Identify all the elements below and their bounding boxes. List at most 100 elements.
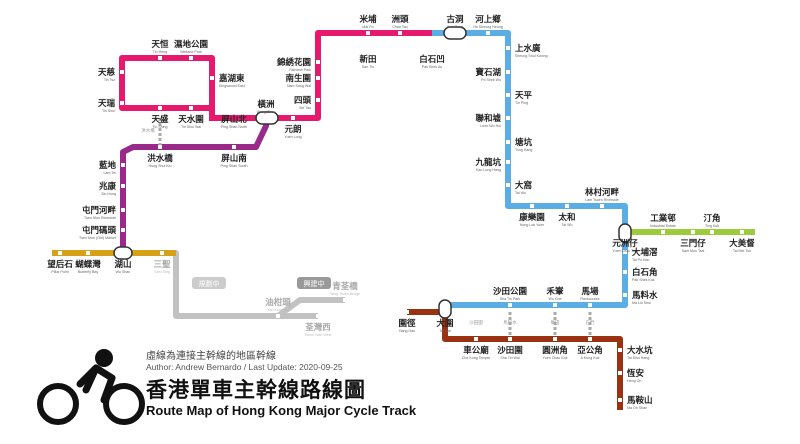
- station-name[interactable]: 白石凹: [419, 54, 445, 65]
- station-name-english: Tin Heng: [153, 50, 167, 54]
- station-name[interactable]: 天慈: [98, 67, 116, 78]
- station-name[interactable]: 天盛: [151, 114, 169, 125]
- station-name[interactable]: 馬料水: [632, 290, 658, 301]
- station-tick: [661, 230, 665, 234]
- station-tick: [588, 303, 592, 307]
- station-name[interactable]: 天平: [515, 91, 533, 101]
- station-name[interactable]: 元洲仔: [612, 238, 638, 249]
- station-name[interactable]: 古洞: [446, 14, 464, 25]
- station-name[interactable]: 汀角: [703, 213, 720, 224]
- station-tick: [291, 116, 295, 120]
- station-name-english: Tong Hang: [515, 148, 532, 152]
- station-name[interactable]: 錦綉花園: [276, 57, 311, 68]
- pink-connector-line: [209, 108, 266, 121]
- station-name[interactable]: 油柑頭: [265, 297, 291, 308]
- station-name[interactable]: 橫洲: [257, 99, 274, 110]
- interchange-wang-chau[interactable]: [255, 111, 279, 125]
- interchange-kwu-tung[interactable]: [443, 26, 467, 40]
- station-tick: [121, 184, 125, 188]
- station-name[interactable]: 三門仔: [680, 238, 706, 249]
- station-tick: [210, 76, 214, 80]
- station-name-english: Ma Liu Shui: [632, 301, 651, 305]
- station-name-english: Ping Shan North: [221, 125, 247, 129]
- station-tick: [316, 314, 320, 318]
- station-name[interactable]: 濕地公園: [174, 39, 208, 50]
- station-name[interactable]: 馬鞍山: [627, 395, 653, 406]
- station-name[interactable]: 天水圍: [178, 114, 204, 125]
- station-name[interactable]: 大水坑: [627, 345, 653, 356]
- interchange-wu-shan[interactable]: [113, 246, 133, 260]
- station-name[interactable]: 荃灣西: [305, 322, 331, 333]
- station-name[interactable]: 大埔滘: [632, 247, 658, 258]
- station-name-english: Sam Mun Tsai: [682, 249, 705, 253]
- station-name[interactable]: 上水廣: [515, 43, 541, 54]
- station-name[interactable]: 圓洲角: [542, 345, 568, 356]
- station-name[interactable]: 元朗: [284, 124, 301, 135]
- station-name-english: Po Shek Wu: [481, 78, 501, 82]
- station-name[interactable]: 康樂園: [519, 212, 545, 223]
- station-name-english: Nam Sang Wai: [287, 84, 311, 88]
- station-name-english: Yuen Long: [284, 135, 301, 139]
- station-tick: [232, 145, 236, 149]
- station-name[interactable]: 禾輋: [546, 286, 564, 297]
- station-name[interactable]: 圍徑: [398, 318, 416, 329]
- station-name[interactable]: 林村河畔: [585, 187, 620, 198]
- blue-route-line: [432, 30, 628, 308]
- station-name[interactable]: 三聖: [153, 259, 171, 270]
- station-name[interactable]: 湖山: [114, 259, 131, 270]
- station-name[interactable]: 亞公角: [577, 345, 603, 356]
- station-name[interactable]: 嘉湖東: [218, 73, 245, 84]
- station-name[interactable]: 馬場: [581, 286, 599, 297]
- station-name[interactable]: 新田: [359, 54, 376, 65]
- station-name-english: Sam Sing: [154, 270, 170, 274]
- station-name[interactable]: 屯門碼頭: [82, 225, 117, 236]
- station-name[interactable]: 塘坑: [515, 137, 533, 148]
- station-name[interactable]: 米埔: [359, 14, 377, 25]
- station-name-english: Tin Shui Wai: [181, 125, 201, 129]
- station-name[interactable]: 青荃橋: [332, 281, 358, 292]
- station-name-english: Kau Lung Hang: [476, 168, 501, 172]
- station-name[interactable]: 白石角: [632, 267, 658, 278]
- minor-route-label: 洪水橋: [141, 127, 155, 134]
- station-name-english: Sheung Shui Kwong: [515, 54, 548, 58]
- station-name-english: Wetland Park: [180, 50, 202, 54]
- station-name[interactable]: 寶石湖: [475, 67, 501, 78]
- station-name[interactable]: 望后石: [47, 259, 73, 270]
- station-name[interactable]: 藍地: [99, 160, 117, 171]
- station-name[interactable]: 沙田公園: [493, 287, 527, 297]
- brown-route-line: [407, 309, 623, 410]
- construction-badge: [297, 277, 331, 289]
- station-name[interactable]: 大圍: [436, 318, 453, 329]
- interchange-yuen-chau-tsai[interactable]: [618, 223, 632, 243]
- station-tick: [232, 106, 236, 110]
- station-name[interactable]: 洲頭: [391, 15, 409, 25]
- interchange-tai-wai[interactable]: [438, 299, 452, 319]
- station-name-english: Hung Shui Kiu: [149, 164, 172, 168]
- station-name[interactable]: 屏山北: [220, 114, 247, 125]
- station-name[interactable]: 恆安: [626, 368, 645, 379]
- station-name[interactable]: 屏山南: [220, 153, 247, 164]
- station-name[interactable]: 車公廟: [463, 345, 489, 356]
- station-name[interactable]: 兆康: [99, 181, 117, 192]
- station-name[interactable]: 天恒: [151, 39, 169, 50]
- station-name[interactable]: 屯門河畔: [82, 205, 117, 216]
- station-name[interactable]: 沙田圍: [497, 345, 523, 356]
- station-name[interactable]: 大窩: [515, 180, 533, 191]
- station-tick: [623, 270, 627, 274]
- station-name-english: Chau Tau: [392, 25, 407, 29]
- station-tick: [316, 76, 320, 80]
- station-tick: [506, 116, 510, 120]
- station-name[interactable]: 南生圍: [285, 73, 311, 84]
- station-name[interactable]: 聯和墟: [475, 113, 501, 124]
- station-name[interactable]: 天瑞: [98, 98, 116, 109]
- station-name[interactable]: 太和: [557, 212, 575, 223]
- station-tick: [474, 337, 478, 341]
- station-name[interactable]: 四頭: [294, 96, 312, 106]
- station-name[interactable]: 九龍坑: [474, 157, 501, 168]
- station-name-english: Hong Lok Yuen: [520, 223, 545, 227]
- station-name[interactable]: 工業邨: [650, 213, 676, 224]
- station-name[interactable]: 蝴蝶灣: [75, 259, 101, 270]
- station-name[interactable]: 大美督: [729, 238, 755, 249]
- station-name[interactable]: 洪水橋: [147, 153, 173, 164]
- station-name[interactable]: 河上鄉: [475, 14, 501, 25]
